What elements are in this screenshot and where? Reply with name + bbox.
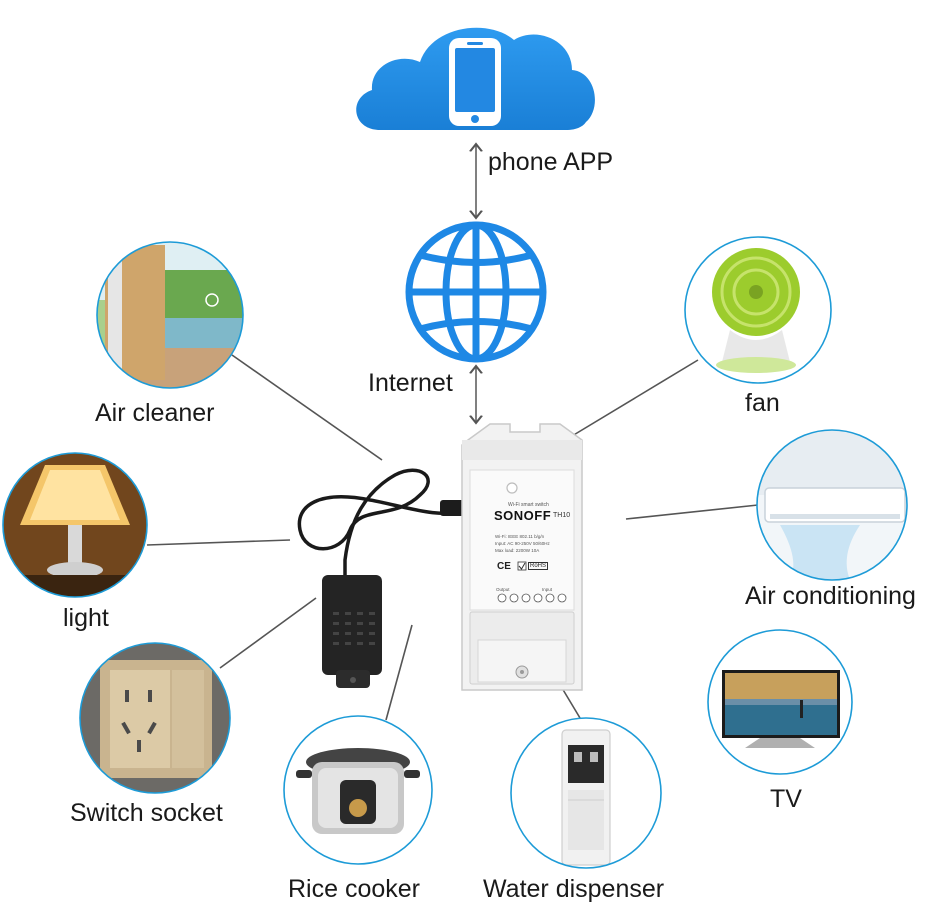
connector-fan <box>571 359 699 437</box>
connector-air-cleaner <box>231 354 383 461</box>
connector-lines <box>146 354 759 721</box>
label-phone-app: phone APP <box>488 148 614 176</box>
connector-air-conditioning <box>625 504 759 520</box>
sonoff-device <box>461 423 583 691</box>
input-label: Input <box>542 587 553 592</box>
phone-icon <box>449 38 501 126</box>
tv-image <box>707 629 853 775</box>
device-brand: SONOFF <box>494 508 552 523</box>
temperature-sensor-probe <box>297 468 470 688</box>
output-label: Output <box>496 587 510 592</box>
water-dispenser-image <box>510 717 662 869</box>
label-switch-socket: Switch socket <box>70 799 223 827</box>
fan-image <box>684 236 832 384</box>
device-spec-wifi: Wi-Fi: IEEE 802.11 b/g/n <box>495 534 545 539</box>
globe-icon <box>405 221 547 363</box>
rice-cooker-image <box>283 715 433 865</box>
device-subtitle: Wi-Fi smart switch <box>508 502 549 508</box>
connector-rice-cooker <box>385 624 413 721</box>
rohs-mark: RoHS <box>528 562 549 570</box>
label-internet: Internet <box>368 369 453 397</box>
air-cleaner-image <box>96 241 244 389</box>
label-water-dispenser: Water dispenser <box>483 875 665 903</box>
label-air-cleaner: Air cleaner <box>95 399 215 427</box>
connector-light <box>146 539 291 546</box>
device-model: TH10 <box>553 512 571 519</box>
label-light: light <box>63 604 109 632</box>
ce-mark: CE <box>497 561 511 572</box>
checkmark-box-icon <box>517 561 527 571</box>
label-tv: TV <box>770 785 802 813</box>
light-image <box>2 452 148 598</box>
device-spec-input: Input: AC 90-250V 50/60Hz <box>495 541 550 546</box>
label-fan: fan <box>745 389 780 417</box>
air-conditioning-image <box>756 429 908 581</box>
connector-water-dispenser <box>561 687 581 719</box>
switch-socket-image <box>79 642 231 794</box>
device-spec-max: Max load: 2200W 10A <box>495 548 540 553</box>
label-rice-cooker: Rice cooker <box>288 875 420 903</box>
output-terminal-icons <box>497 593 567 603</box>
label-air-conditioning: Air conditioning <box>745 582 916 610</box>
connector-switch-socket <box>219 597 317 669</box>
